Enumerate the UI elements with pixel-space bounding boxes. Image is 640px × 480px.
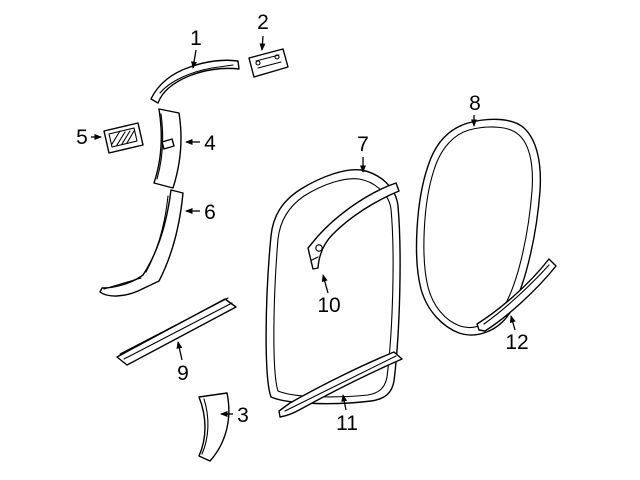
leader-arrow (176, 341, 183, 361)
part-front-sill-scuff-plate (116, 297, 237, 366)
callout-3: 3 (220, 404, 249, 427)
part-base-line (103, 277, 142, 290)
part-detail-line (159, 64, 234, 94)
part-outline (307, 182, 400, 270)
part-inner-garnish-strip (307, 182, 400, 270)
part-hole (255, 60, 261, 66)
part-inner-frame (108, 127, 138, 148)
part-detail-line (284, 355, 397, 412)
part-detail-line (119, 297, 233, 360)
part-outline (476, 258, 557, 332)
part-b-pillar-upper-trim (153, 108, 182, 189)
callout-8: 8 (469, 92, 481, 127)
part-slot (161, 138, 175, 150)
callout-7: 7 (357, 133, 369, 173)
callout-10: 10 (317, 274, 341, 317)
part-hatching (111, 130, 135, 146)
callout-label: 7 (357, 133, 369, 156)
callout-label: 4 (204, 132, 216, 155)
part-outline (103, 122, 144, 154)
part-trim-bezel-insert (103, 122, 144, 154)
part-outline (99, 189, 184, 297)
part-detail-line (156, 113, 164, 180)
part-rear-door-sill-strip (476, 258, 557, 332)
part-detail-line (145, 195, 169, 273)
callout-label: 5 (76, 126, 88, 149)
leader-arrow (341, 394, 348, 411)
callout-label: 11 (336, 412, 358, 435)
callout-2: 2 (257, 11, 269, 51)
callout-6: 6 (185, 201, 216, 224)
callout-5: 5 (76, 126, 102, 149)
callout-9: 9 (176, 341, 189, 385)
part-outline (248, 48, 289, 78)
part-outline (150, 59, 240, 104)
part-outer-loop (415, 118, 542, 336)
callout-12: 12 (505, 315, 529, 354)
part-mounting-bracket-plate (248, 48, 289, 78)
part-hole (315, 244, 323, 252)
leader-arrow (259, 35, 266, 51)
part-front-door-sill-strip (278, 351, 403, 418)
part-hole (274, 54, 280, 60)
callout-label: 3 (237, 404, 249, 427)
callout-label: 6 (204, 201, 216, 224)
callout-label: 12 (505, 331, 528, 354)
callout-label: 10 (317, 294, 340, 317)
part-detail-line (311, 256, 319, 261)
leader-arrow (191, 49, 198, 69)
part-detail-line (201, 398, 209, 455)
callout-label: 2 (257, 11, 269, 34)
callout-4: 4 (185, 132, 216, 155)
callout-11: 11 (336, 394, 358, 435)
callout-label: 9 (177, 362, 189, 385)
part-b-pillar-lower-trim (99, 189, 184, 297)
part-cowl-side-trim (198, 392, 230, 462)
callout-label: 1 (190, 27, 202, 50)
part-a-pillar-upper-trim (150, 59, 240, 104)
callout-1: 1 (190, 27, 202, 69)
leader-arrow (509, 315, 516, 331)
part-detail-line (483, 264, 550, 325)
callout-label: 8 (469, 92, 481, 115)
leader-arrow (321, 274, 329, 294)
